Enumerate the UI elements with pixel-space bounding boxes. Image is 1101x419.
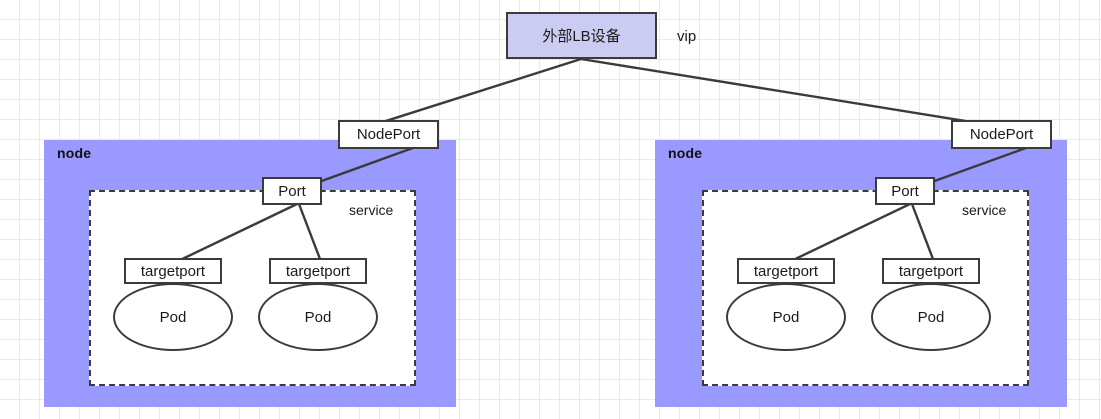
node-label-right: node xyxy=(668,145,703,161)
vip-label: vip xyxy=(677,28,697,45)
targetport-right-2[interactable]: targetport xyxy=(882,258,980,284)
targetport-left-2[interactable]: targetport xyxy=(269,258,367,284)
service-label-left: service xyxy=(349,202,394,218)
external-lb-box[interactable]: 外部LB设备 xyxy=(506,12,657,59)
targetport-right-1[interactable]: targetport xyxy=(737,258,835,284)
nodeport-box-left[interactable]: NodePort xyxy=(338,120,439,149)
port-box-left[interactable]: Port xyxy=(262,177,322,205)
pod-left-2[interactable]: Pod xyxy=(258,283,378,351)
node-label-left: node xyxy=(57,145,92,161)
pod-right-1[interactable]: Pod xyxy=(726,283,846,351)
port-box-right[interactable]: Port xyxy=(875,177,935,205)
pod-left-1[interactable]: Pod xyxy=(113,283,233,351)
nodeport-box-right[interactable]: NodePort xyxy=(951,120,1052,149)
targetport-left-1[interactable]: targetport xyxy=(124,258,222,284)
pod-right-2[interactable]: Pod xyxy=(871,283,991,351)
service-label-right: service xyxy=(962,202,1007,218)
